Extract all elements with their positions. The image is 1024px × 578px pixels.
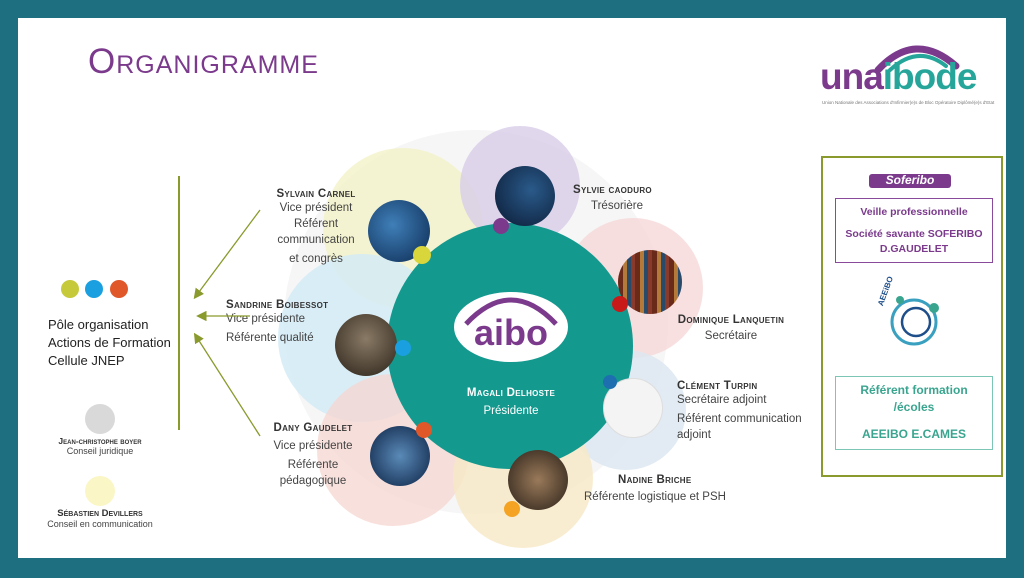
member-role: Référent communication xyxy=(677,413,802,425)
president-role: Présidente xyxy=(483,405,539,417)
member-name: Clément Turpin xyxy=(677,380,758,392)
member-nadine: Nadine Briche Référente logistique et PS… xyxy=(584,474,754,505)
pole-dot-blue xyxy=(85,280,103,298)
logo-word-part1: una xyxy=(820,56,884,97)
member-dany: Dany Gaudelet Vice présidente Référente … xyxy=(260,422,366,489)
member-name: Sandrine Boibessot xyxy=(226,299,329,311)
org-circles xyxy=(278,126,703,548)
dot-nadine xyxy=(504,501,520,517)
dot-clement xyxy=(603,375,617,389)
ecoles-label: /écoles xyxy=(893,400,935,414)
advisor-name: Jean-christophe boyer xyxy=(58,436,142,446)
advisor-role: Conseil juridique xyxy=(66,446,134,456)
member-name: Dany Gaudelet xyxy=(273,422,353,434)
soferibo-logo-band xyxy=(869,174,951,188)
member-name: Sylvie caoduro xyxy=(573,184,652,196)
soferibo-logo: Soferibo xyxy=(869,170,955,190)
logo-word-part2: ibode xyxy=(882,56,978,97)
member-role: Secrétaire xyxy=(704,330,758,342)
member-role: Secrétaire adjoint xyxy=(677,394,767,406)
aibo-logo-text: aibo xyxy=(473,312,548,353)
aibo-logo-shape-icon xyxy=(454,292,568,362)
member-name: Dominique Lanquetin xyxy=(677,314,785,326)
slide: Organigramme unaibode Union Nationale de… xyxy=(18,18,1006,558)
member-role: communication xyxy=(277,234,355,246)
dot-dominique xyxy=(612,296,628,312)
aeeibo-cames-label: AEEIBO E.CAMES xyxy=(861,427,966,441)
advisor-dot-yellow xyxy=(85,476,115,506)
pole-line: Cellule JNEP xyxy=(48,353,125,368)
logo-tagline: Union Nationale des Associations d'Infir… xyxy=(822,100,995,105)
photo-dominique xyxy=(618,250,682,314)
left-arrows xyxy=(178,176,261,437)
dot-dany xyxy=(416,422,432,438)
member-sylvie: Sylvie caoduro Trésorière xyxy=(573,184,713,214)
advisor-devillers: Sébastien Devillers Conseil en communica… xyxy=(30,508,170,529)
photo-sandrine xyxy=(335,314,397,376)
referent-box: Référent formation /écoles AEEIBO E.CAME… xyxy=(835,376,993,450)
aeeibo-logo-rings-icon xyxy=(890,296,939,346)
dot-sylvain xyxy=(413,246,431,264)
aeeibo-logo: AEEiBO xyxy=(876,275,948,352)
member-clement: Clément Turpin Secrétaire adjoint Référe… xyxy=(677,380,822,443)
member-role: Vice président xyxy=(279,202,353,214)
advisor-role: Conseil en communication xyxy=(47,519,153,529)
pole-dot-olive xyxy=(61,280,79,298)
logo-word: unaibode xyxy=(820,56,978,98)
veille-box: Veille professionnelle Société savante S… xyxy=(835,198,993,263)
member-role: pédagogique xyxy=(279,475,347,487)
unaibode-logo: unaibode Union Nationale des Association… xyxy=(818,38,998,108)
member-role: Trésorière xyxy=(591,200,643,212)
logo-arc-icon xyxy=(874,45,960,72)
member-role: Référente qualité xyxy=(226,332,314,344)
veille-label: Veille professionnelle xyxy=(860,206,968,218)
member-name: Nadine Briche xyxy=(618,474,692,486)
member-role: Référent xyxy=(293,218,339,230)
right-panel: Soferibo Veille professionnelle Société … xyxy=(821,156,1003,477)
photo-sylvie xyxy=(495,166,555,226)
societe-label: Société savante SOFERIBO xyxy=(845,228,983,240)
pole-line: Actions de Formation xyxy=(48,335,171,350)
page-title: Organigramme xyxy=(88,42,319,81)
aibo-logo: aibo xyxy=(452,290,570,364)
member-name: Sylvain Carnel xyxy=(276,188,356,200)
dot-sylvie xyxy=(493,218,509,234)
pole-dot-red xyxy=(110,280,128,298)
president-name: Magali Delhoste xyxy=(466,387,556,399)
referent-label: Référent formation xyxy=(860,383,968,397)
advisor-dot-grey xyxy=(85,404,115,434)
advisor-name: Sébastien Devillers xyxy=(57,508,143,519)
gaudelet-label: D.GAUDELET xyxy=(879,243,949,255)
member-sylvain: Sylvain Carnel Vice président Référent c… xyxy=(250,188,382,267)
president-block: Magali Delhoste Présidente xyxy=(450,387,572,419)
member-role: Référente logistique et PSH xyxy=(584,491,726,503)
member-role: adjoint xyxy=(677,429,711,441)
pole-line: Pôle organisation xyxy=(48,317,149,332)
member-role: et congrès xyxy=(289,253,343,265)
soferibo-logo-text: Soferibo xyxy=(885,173,935,187)
advisor-boyer: Jean-christophe boyer Conseil juridique xyxy=(30,436,170,456)
member-role: Référente xyxy=(287,459,339,471)
member-dominique: Dominique Lanquetin Secrétaire xyxy=(656,314,806,344)
pole-text: Pôle organisation Actions de Formation C… xyxy=(48,316,171,370)
dot-sandrine xyxy=(395,340,411,356)
member-role: Vice présidente xyxy=(273,440,353,452)
photo-nadine xyxy=(508,450,568,510)
